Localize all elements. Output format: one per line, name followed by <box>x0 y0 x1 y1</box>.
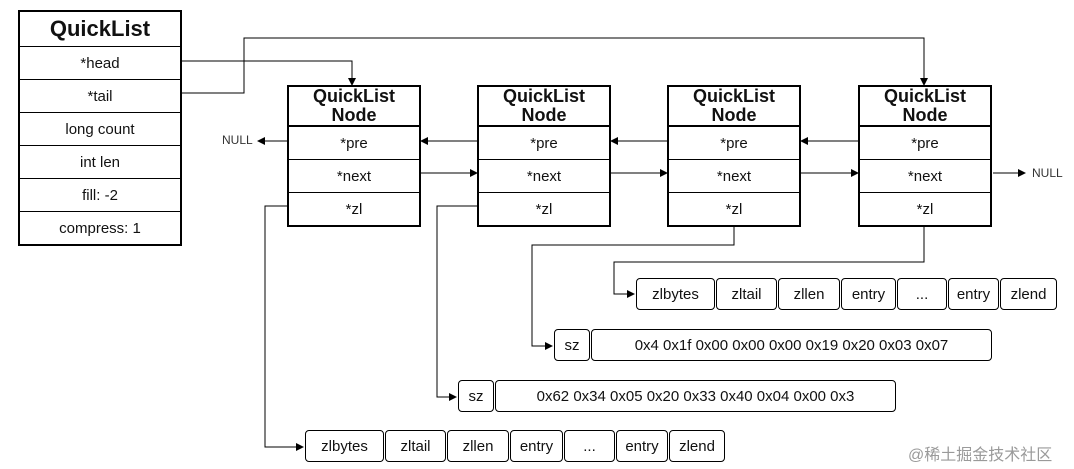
node-field-pre: *pre <box>479 127 609 160</box>
ziplist-top-zllen: zllen <box>778 278 840 310</box>
node-field-zl: *zl <box>916 200 934 218</box>
compressed-1-sz: sz <box>554 329 590 361</box>
node-field-next: *next <box>479 160 609 193</box>
ziplist-top-ellipsis: ... <box>897 278 947 310</box>
quicklist-title: QuickList <box>20 12 180 47</box>
ziplist-bottom-zlend: zlend <box>669 430 725 462</box>
quicklist-field-fill: fill: -2 <box>20 179 180 212</box>
compressed-2-sz: sz <box>458 380 494 412</box>
quicklist-node-2: QuickList Node *pre *next *zl <box>477 85 611 227</box>
quicklist-field-len: int len <box>20 146 180 179</box>
watermark: @稀土掘金技术社区 <box>908 447 1053 464</box>
tail-pointer-line <box>182 37 928 94</box>
node2-zl-line <box>436 205 478 401</box>
node-field-next: *next <box>860 160 990 193</box>
quicklist-field-compress: compress: 1 <box>59 219 141 237</box>
node-field-zl: *zl <box>535 200 553 218</box>
node-title: QuickList Node <box>289 87 419 127</box>
quicklist-field-head: *head <box>20 47 180 80</box>
ziplist-top-entry-first: entry <box>841 278 896 310</box>
node-title: QuickList Node <box>860 87 990 127</box>
ziplist-top-entry-last: entry <box>948 278 999 310</box>
ziplist-top-zltail: zltail <box>716 278 777 310</box>
quicklist-struct: QuickList *head *tail long count int len… <box>18 10 182 246</box>
node-field-zl: *zl <box>725 200 743 218</box>
node-field-pre: *pre <box>289 127 419 160</box>
null-left-label: NULL <box>222 133 253 147</box>
node-field-pre: *pre <box>669 127 799 160</box>
ziplist-top-zlend: zlend <box>1000 278 1057 310</box>
quicklist-field-count: long count <box>20 113 180 146</box>
node-title-line1: QuickList <box>883 86 967 106</box>
node-title-line2: Node <box>902 105 948 125</box>
node-field-next: *next <box>289 160 419 193</box>
ziplist-bottom-zltail: zltail <box>385 430 446 462</box>
compressed-2-bytes: 0x62 0x34 0x05 0x20 0x33 0x40 0x04 0x00 … <box>495 380 896 412</box>
ziplist-bottom-zllen: zllen <box>447 430 509 462</box>
node-field-pre: *pre <box>860 127 990 160</box>
node-title-line2: Node <box>331 105 377 125</box>
node-field-zl: *zl <box>345 200 363 218</box>
node-title-line1: QuickList <box>692 86 776 106</box>
null-right-label: NULL <box>1032 166 1063 180</box>
node-title-line2: Node <box>521 105 567 125</box>
compressed-1-bytes: 0x4 0x1f 0x00 0x00 0x00 0x19 0x20 0x03 0… <box>591 329 992 361</box>
ziplist-bottom-zlbytes: zlbytes <box>305 430 384 462</box>
ziplist-bottom-entry-last: entry <box>616 430 668 462</box>
head-pointer-line <box>182 60 356 86</box>
quicklist-field-tail: *tail <box>20 80 180 113</box>
node-title-line2: Node <box>711 105 757 125</box>
quicklist-node-4: QuickList Node *pre *next *zl <box>858 85 992 227</box>
ziplist-top-zlbytes: zlbytes <box>636 278 715 310</box>
quicklist-node-3: QuickList Node *pre *next *zl <box>667 85 801 227</box>
node4-zl-line <box>613 222 925 298</box>
node-title: QuickList Node <box>669 87 799 127</box>
node-title: QuickList Node <box>479 87 609 127</box>
quicklist-node-1: QuickList Node *pre *next *zl <box>287 85 421 227</box>
node-field-next: *next <box>669 160 799 193</box>
node-title-line1: QuickList <box>502 86 586 106</box>
ziplist-bottom-entry-first: entry <box>510 430 563 462</box>
node-title-line1: QuickList <box>312 86 396 106</box>
node1-zl-line <box>264 205 304 451</box>
ziplist-bottom-ellipsis: ... <box>564 430 615 462</box>
node3-zl-line <box>531 222 735 350</box>
